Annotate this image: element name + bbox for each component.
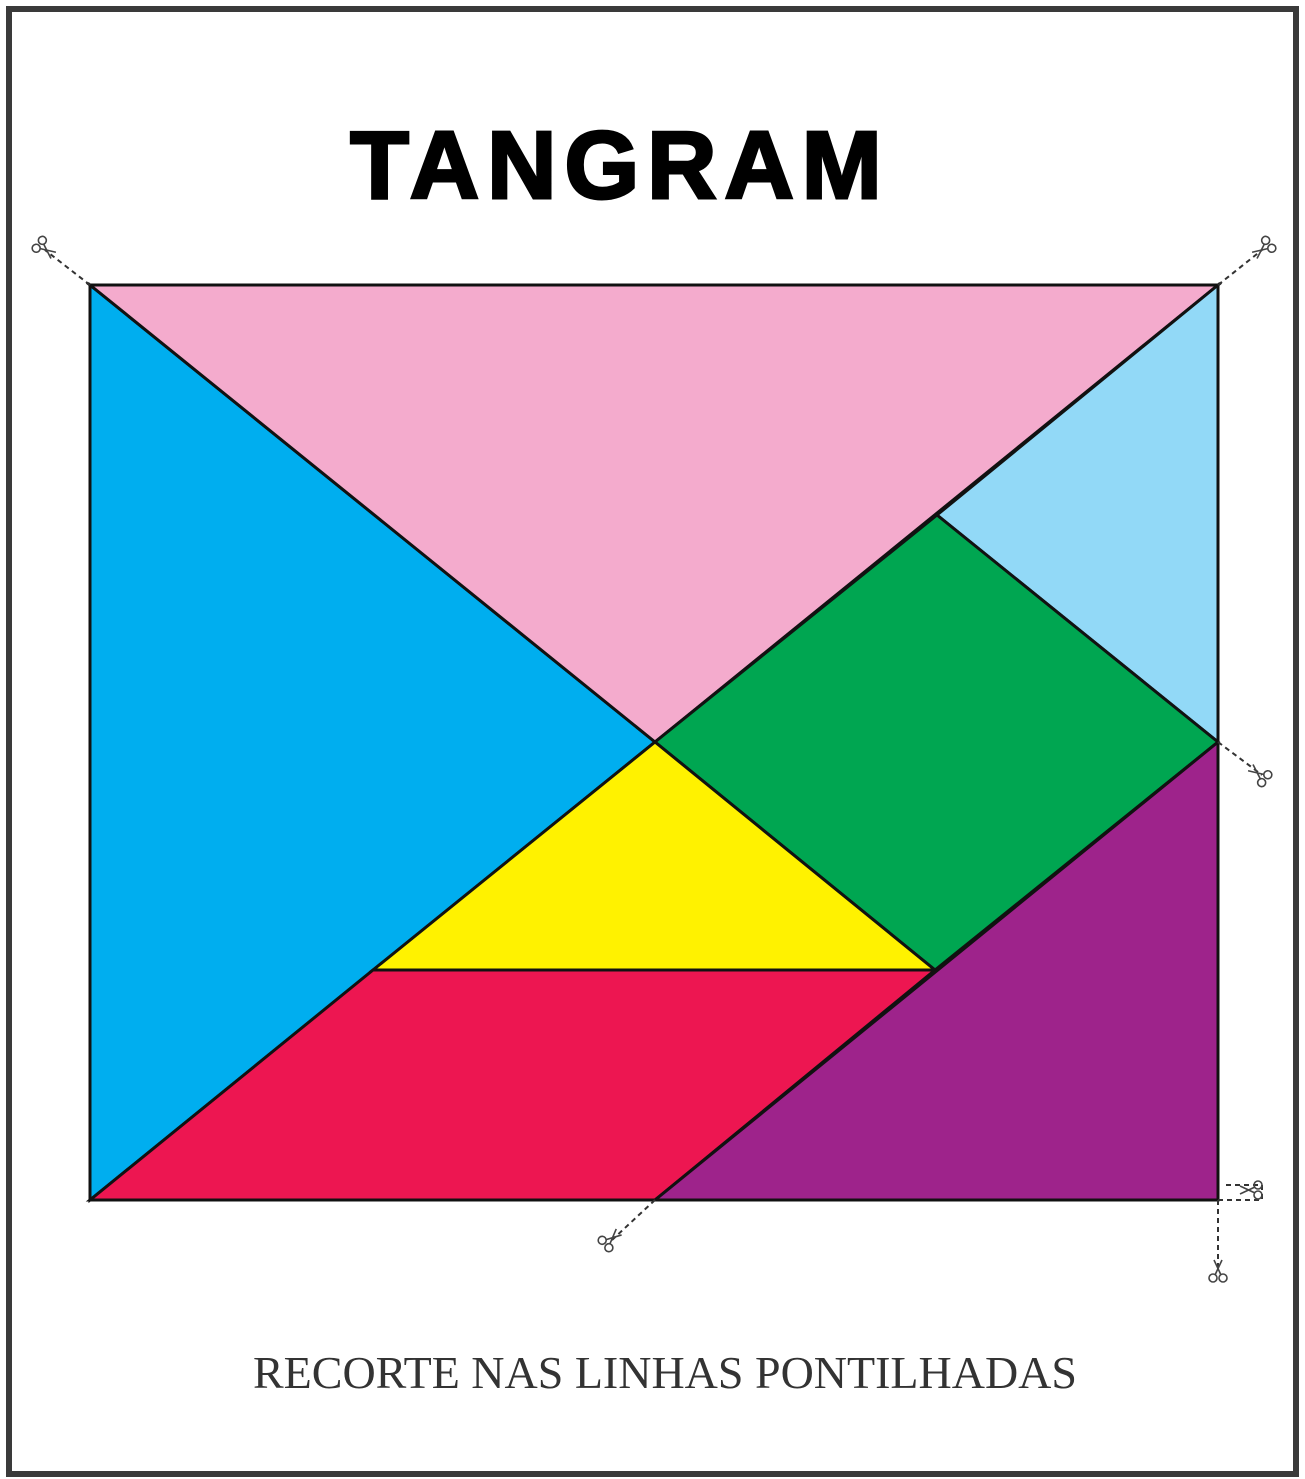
cut-line-top-right xyxy=(1218,250,1262,285)
scissors-icon xyxy=(1249,235,1277,263)
cut-line-top-left xyxy=(45,250,90,285)
scissors-icon xyxy=(31,235,59,263)
cut-line-bottom-middle xyxy=(612,1200,655,1240)
cut-instruction: RECORTE NAS LINHAS PONTILHADAS xyxy=(0,1350,1305,1396)
scissors-icon xyxy=(1240,1181,1262,1199)
tangram-pieces xyxy=(90,285,1218,1200)
scissors-icon xyxy=(597,1225,625,1253)
